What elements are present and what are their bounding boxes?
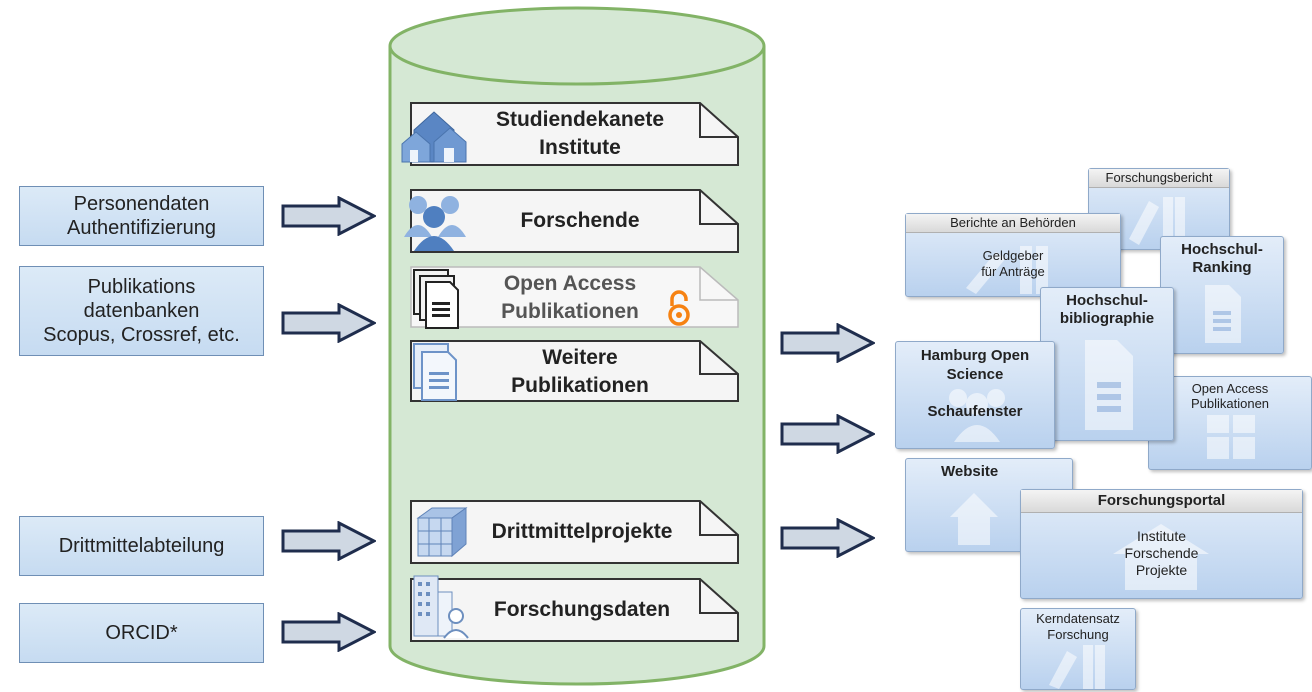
arrow-right-icon: [281, 521, 376, 561]
document-stack-icon: [413, 343, 457, 401]
source-box-orcid: ORCID*: [19, 603, 264, 663]
card-body-line: Geldgeber: [982, 248, 1044, 263]
books-icon: [966, 246, 1048, 294]
cube-grid-icon: [416, 507, 468, 558]
output-card-open-access: Open Access Publikationen: [1148, 376, 1312, 470]
output-card-berichte: Berichte an Behörden Geldgeber für Anträ…: [905, 213, 1121, 297]
db-entry-label: Publikationen: [511, 374, 649, 397]
card-body: Schaufenster: [927, 403, 1023, 420]
people-icon: [404, 196, 466, 251]
arrow-right-icon: [780, 414, 875, 454]
card-title: Hamburg Open: [920, 347, 1030, 364]
output-card-kerndatensatz: Kerndatensatz Forschung: [1020, 608, 1136, 690]
source-label-line: datenbanken: [83, 300, 200, 322]
card-title: Kerndatensatz: [1036, 611, 1120, 626]
open-access-lock-icon: [668, 290, 690, 326]
db-entry-label: Studiendekanete: [495, 108, 665, 131]
db-entry-weitere-publikationen: Weitere Publikationen: [410, 340, 740, 402]
db-entry-forschende: Forschende: [404, 189, 740, 253]
arrow-right-icon: [281, 303, 376, 343]
source-box-drittmittelabteilung: Drittmittelabteilung: [19, 516, 264, 576]
source-box-publikationsdatenbanken: Publikations datenbanken Scopus, Crossre…: [19, 266, 264, 356]
db-entry-label: Drittmittelprojekte: [491, 520, 673, 543]
card-body-line: Institute: [1136, 528, 1187, 544]
document-icon: [1085, 340, 1133, 430]
db-entry-open-access: Open Access Publikationen: [410, 266, 740, 329]
arrow-right-icon: [281, 612, 376, 652]
db-entry-label: Forschende: [520, 209, 640, 232]
db-entry-drittmittelprojekte: Drittmittelprojekte: [410, 500, 740, 564]
db-entry-institute: Studiendekanete Institute: [401, 102, 740, 166]
books-icon: [1049, 645, 1105, 689]
output-card-forschungsportal: Forschungsportal Institute Forschende Pr…: [1020, 489, 1303, 599]
card-title: Berichte an Behörden: [906, 214, 1120, 233]
document-icon: [1205, 285, 1241, 343]
output-card-bibliographie: Hochschul- bibliographie: [1040, 287, 1174, 441]
grid-icon: [1207, 415, 1255, 459]
db-entry-label: Institute: [539, 136, 621, 159]
db-entry-forschungsdaten: Forschungsdaten: [410, 575, 740, 642]
arrow-right-icon: [281, 196, 376, 236]
db-entry-label: Publikationen: [501, 300, 639, 323]
people-icon: [949, 389, 1005, 442]
arrow-right-icon: [780, 323, 875, 363]
card-title: Publikationen: [1190, 396, 1270, 411]
card-title: Website: [941, 463, 999, 480]
db-entry-label: Forschungsdaten: [493, 598, 671, 621]
source-label-line: Drittmittelabteilung: [58, 535, 225, 557]
card-body-line: Forschende: [1124, 545, 1199, 561]
card-title: Ranking: [1192, 259, 1252, 276]
source-label-line: Personendaten: [73, 193, 210, 215]
card-body-line: Projekte: [1135, 562, 1188, 578]
house-icon: [950, 493, 998, 545]
output-card-hamburg-open-science: Hamburg Open Science Schaufenster: [895, 341, 1055, 449]
output-card-ranking: Hochschul- Ranking: [1160, 236, 1284, 354]
building-icon: [401, 111, 467, 163]
books-icon: [1129, 197, 1185, 245]
card-title: Forschung: [1047, 627, 1109, 642]
card-title: Open Access: [1191, 381, 1269, 396]
source-label-line: Publikations: [87, 276, 196, 298]
card-title: Forschungsbericht: [1089, 169, 1229, 188]
card-title: Science: [946, 366, 1004, 383]
db-entry-label: Open Access: [503, 272, 637, 295]
card-title: bibliographie: [1059, 310, 1155, 327]
db-entry-label: Weitere: [542, 346, 618, 369]
card-title: Hochschul-: [1181, 241, 1263, 258]
source-label-line: ORCID*: [105, 622, 178, 644]
house-icon: [1113, 524, 1209, 590]
source-box-personendaten: Personendaten Authentifizierung: [19, 186, 264, 246]
lab-building-icon: [413, 575, 469, 639]
arrow-right-icon: [780, 518, 875, 558]
card-body-line: für Anträge: [981, 264, 1045, 279]
document-stack-icon: [413, 269, 459, 329]
card-title: Hochschul-: [1066, 292, 1148, 309]
card-title: Forschungsportal: [1021, 490, 1302, 513]
source-label-line: Authentifizierung: [67, 217, 216, 239]
source-label-line: Scopus, Crossref, etc.: [43, 324, 240, 346]
